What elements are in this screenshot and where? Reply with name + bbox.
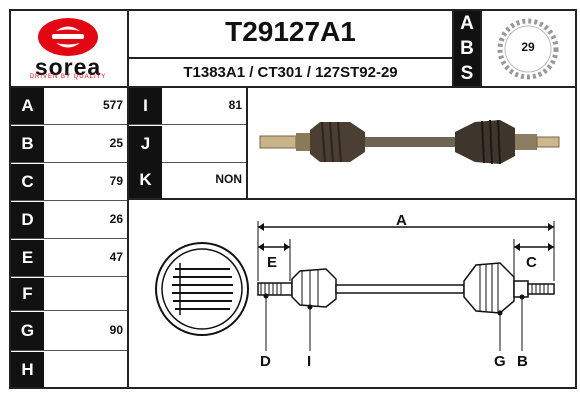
spec-row-divider	[11, 350, 127, 351]
spec-value-i: 81	[228, 98, 242, 112]
spec-row-divider	[11, 162, 127, 163]
spec-label-f: F	[11, 278, 44, 310]
photo-divider	[246, 86, 248, 200]
abs-ring-icon	[497, 18, 559, 80]
spec-row-divider	[11, 238, 127, 239]
spec-label-g: G	[11, 312, 44, 350]
brand-name: sorea	[34, 54, 102, 80]
spec-label-i: I	[129, 88, 162, 124]
spec-value-d: 26	[109, 212, 123, 226]
spec-label-k: K	[129, 162, 162, 198]
spec-value-g: 90	[109, 323, 123, 337]
part-number: T29127A1	[225, 16, 356, 47]
spec-value-e: 47	[109, 250, 123, 264]
cross-references: T1383A1 / CT301 / 127ST92-29	[183, 64, 398, 81]
spec-row-divider	[11, 124, 127, 125]
spec-row-divider	[129, 124, 246, 125]
spec-label-b: B	[11, 126, 44, 162]
spec-row-divider	[11, 276, 127, 277]
spec-label-h: H	[11, 352, 44, 387]
abs-letter-b: B	[460, 38, 474, 59]
spec-label-j: J	[129, 126, 162, 162]
sorea-emblem-icon	[38, 18, 98, 56]
dim-label-g: G	[494, 353, 506, 370]
dim-label-e: E	[267, 254, 278, 271]
dim-label-b: B	[517, 353, 528, 370]
spec-label-a: A	[11, 88, 44, 124]
abs-letters: A B S	[454, 11, 480, 86]
dim-label-a: A	[396, 212, 407, 229]
dimension-diagram: A E C D I G B	[130, 201, 575, 387]
spec-row-divider	[11, 310, 127, 311]
spec-label-e: E	[11, 240, 44, 276]
spec-label-d: D	[11, 202, 44, 238]
spec-value-c: 79	[109, 174, 123, 188]
spec-value-a: 577	[102, 98, 123, 112]
sorea-logo: sorea DRIVEN BY QUALITY	[12, 14, 124, 84]
dim-label-i: I	[307, 353, 312, 370]
title-divider	[127, 57, 452, 59]
product-photo	[250, 92, 572, 196]
spec-row-divider	[11, 200, 127, 201]
spec-value-k: NON	[215, 172, 242, 186]
dim-label-c: C	[526, 254, 537, 271]
abs-divider-right	[480, 9, 482, 88]
brand-tagline: DRIVEN BY QUALITY	[29, 74, 107, 80]
dim-label-d: D	[260, 353, 271, 370]
spec-value-b: 25	[109, 136, 123, 150]
drive-shaft-photo-icon	[259, 119, 560, 165]
abs-ring: 29	[496, 17, 560, 81]
abs-letter-s: S	[460, 63, 474, 84]
abs-divider-left	[452, 9, 454, 88]
header-divider	[9, 86, 577, 88]
spec-label-c: C	[11, 164, 44, 200]
diagram-divider	[127, 198, 577, 200]
abs-teeth-count: 29	[521, 40, 535, 54]
abs-letter-a: A	[460, 13, 474, 34]
spec-row-divider	[129, 162, 246, 163]
shaft-diagram-icon	[155, 221, 555, 351]
